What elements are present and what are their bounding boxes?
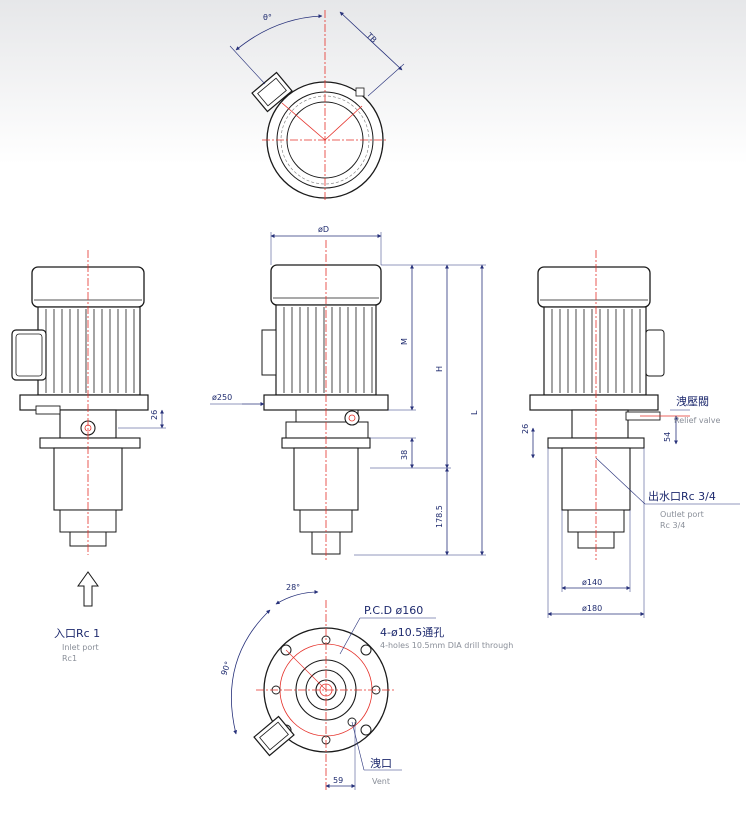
- outlet-label-cn: 出水口Rc 3/4: [648, 489, 716, 503]
- left-dim-26: 26: [150, 410, 159, 420]
- vent-label-cn: 洩口: [370, 756, 392, 770]
- relief-label-cn: 洩壓閥: [676, 394, 709, 408]
- bottom-view: 28° 90° P.C.D ø160 4-ø10.5通孔 4-holes 10.…: [219, 583, 513, 790]
- holes-label-en: 4-holes 10.5mm DIA drill through: [380, 641, 513, 650]
- front-dim-l: L: [470, 410, 479, 415]
- right-dim-140: ø140: [582, 578, 602, 587]
- front-dim-h: H: [435, 366, 444, 372]
- top-view: θ° TB: [229, 10, 405, 200]
- pcd-label: P.C.D ø160: [364, 604, 423, 617]
- inlet-label-en: Inlet port: [62, 643, 99, 652]
- inlet-arrow-icon: [77, 571, 99, 607]
- left-view: 26 入口Rc 1 Inlet port Rc1: [11, 250, 166, 663]
- inlet-label-cn: 入口Rc 1: [54, 627, 100, 640]
- outlet-label-en: Outlet port: [660, 510, 704, 519]
- front-dim-38: 38: [400, 450, 409, 460]
- front-dim-d: øD: [318, 225, 329, 234]
- right-dim-180: ø180: [582, 604, 602, 613]
- outlet-label-en-2: Rc 3/4: [660, 521, 685, 530]
- vent-label-en: Vent: [372, 777, 390, 786]
- bottom-dim-59: 59: [333, 776, 343, 785]
- front-dim-178: 178.5: [435, 505, 444, 528]
- bottom-angle-28: 28°: [286, 583, 300, 592]
- holes-label-cn: 4-ø10.5通孔: [380, 626, 444, 639]
- right-dim-26: 26: [521, 424, 530, 434]
- right-dim-54: 54: [663, 432, 672, 442]
- right-view: 26 54 ø140 ø180 洩壓閥 Relief valve 出水口Rc 3…: [521, 250, 740, 618]
- relief-label-en: Relief valve: [674, 416, 720, 425]
- theta-label: θ°: [263, 13, 272, 22]
- front-dim-m: M: [400, 338, 409, 345]
- front-view: øD ø250 M H L 38 178.5: [210, 225, 486, 560]
- inlet-label-en-2: Rc1: [62, 654, 77, 663]
- front-dim-flange: ø250: [212, 393, 232, 402]
